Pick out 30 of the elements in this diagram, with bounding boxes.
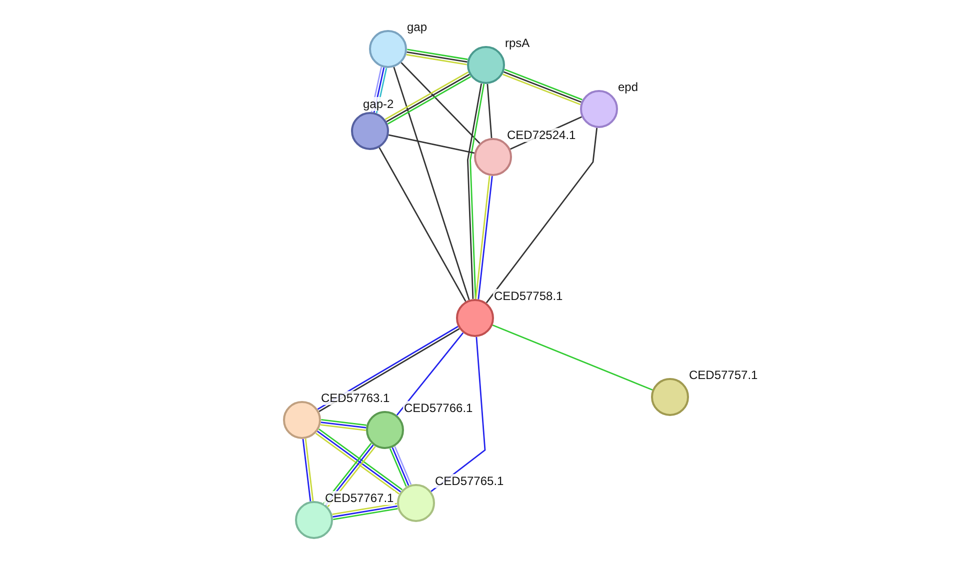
- protein-label: CED72524.1: [506, 128, 577, 142]
- interaction-line: [320, 422, 366, 428]
- interaction-line: [486, 84, 492, 138]
- interaction-line: [400, 62, 480, 144]
- interaction-line: [320, 424, 366, 431]
- interaction-line: [406, 54, 467, 66]
- interaction-line: [430, 336, 486, 492]
- interaction-line: [407, 48, 468, 60]
- protein-label: CED57757.1: [688, 368, 759, 382]
- protein-label: gap-2: [362, 97, 395, 111]
- interaction-line: [406, 51, 468, 63]
- interaction-line: [378, 147, 466, 302]
- protein-label: CED57758.1: [493, 289, 564, 303]
- interaction-line: [388, 134, 475, 154]
- protein-label: CED57767.1: [324, 491, 395, 505]
- protein-label: CED57763.1: [320, 391, 391, 405]
- interaction-line: [486, 128, 598, 304]
- interaction-line: [393, 66, 470, 300]
- interaction-line: [302, 438, 312, 502]
- protein-label: CED57766.1: [403, 401, 474, 415]
- interaction-line: [304, 438, 314, 502]
- protein-label: rpsA: [504, 36, 531, 50]
- protein-label: epd: [617, 80, 640, 94]
- interaction-line: [332, 505, 398, 518]
- interaction-line: [396, 332, 464, 416]
- interaction-line: [321, 419, 367, 426]
- interaction-line: [333, 508, 398, 520]
- protein-label: CED57765.1: [434, 474, 505, 488]
- interaction-line: [332, 502, 397, 515]
- interaction-line: [492, 324, 653, 391]
